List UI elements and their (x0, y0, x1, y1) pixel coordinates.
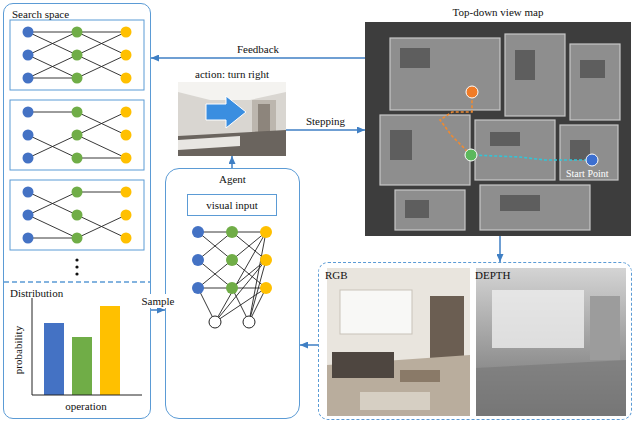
text-slot: action: turn right (178, 67, 286, 81)
label-slot: operation (65, 399, 107, 413)
edge-label-slot: Sample (140, 294, 177, 308)
ellipsis-dots (75, 258, 78, 275)
label-slot: Distribution (10, 286, 63, 300)
chart-title: Distribution (10, 286, 63, 300)
observation-box: RGB DEPTH (318, 262, 632, 420)
flow-arrow (300, 344, 318, 346)
panel-title: Search space (12, 7, 69, 21)
search-space-panel: Search space (3, 3, 151, 419)
axis-label: operation (65, 399, 107, 413)
search-graph (10, 20, 144, 90)
flow-arrow (286, 129, 365, 131)
search-graph (10, 100, 144, 170)
text-slot: RGB (325, 268, 348, 282)
axis-label: probability (11, 326, 25, 374)
edge-label: Sample (140, 294, 177, 308)
input-label: visual input (206, 198, 258, 212)
map-title: Top-down view map (453, 5, 544, 19)
rgb-image (327, 268, 470, 416)
agent-title: Agent (219, 172, 246, 186)
image-label: DEPTH (475, 268, 510, 282)
text-slot: Agent (166, 172, 299, 186)
edge-label: Stepping (304, 114, 347, 128)
map-panel: Top-down view map (365, 4, 631, 236)
text-slot: visual input (188, 198, 276, 212)
flow-arrow (151, 57, 365, 59)
flow-arrow (151, 309, 165, 311)
text-slot: Top-down view map (365, 5, 631, 19)
bar-chart (32, 298, 142, 395)
label-slot: probability (11, 326, 25, 374)
search-graph (10, 180, 144, 250)
agent-network (192, 226, 272, 328)
text-slot: DEPTH (475, 268, 510, 282)
image-label: RGB (325, 268, 348, 282)
action-panel: action: turn right (178, 67, 286, 156)
input-box: visual input (187, 194, 277, 216)
action-caption: action: turn right (195, 67, 269, 81)
text-slot: Search space (12, 7, 142, 21)
separator (4, 281, 150, 282)
edge-label: Feedback (235, 42, 281, 56)
action-photo (178, 82, 286, 156)
map-marker-label: Start Point (566, 167, 609, 181)
map-image (365, 22, 631, 236)
depth-image (476, 268, 626, 416)
flow-arrow (499, 236, 501, 262)
edge-label-slot: Feedback (235, 42, 281, 56)
agent-box: Agent visual input (165, 168, 300, 419)
flow-arrow (231, 156, 233, 168)
label-slot: Start Point (566, 167, 609, 181)
edge-label-slot: Stepping (304, 114, 347, 128)
